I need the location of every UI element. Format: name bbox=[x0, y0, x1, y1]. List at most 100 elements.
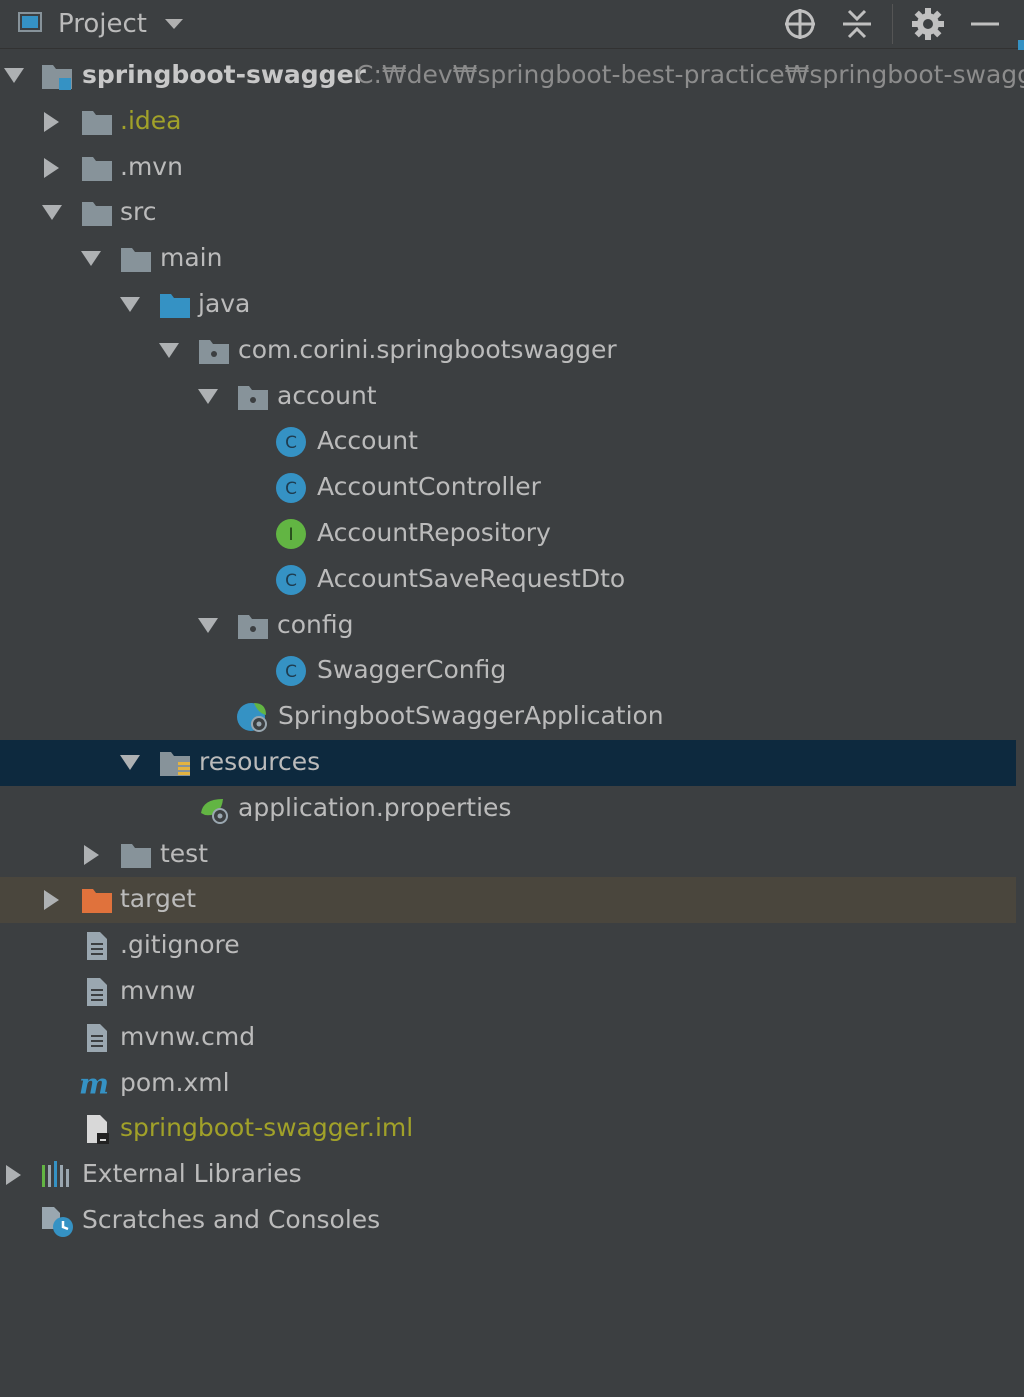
collapse-arrow-icon[interactable] bbox=[42, 205, 62, 221]
folder-icon bbox=[82, 110, 112, 135]
collapse-arrow-icon[interactable] bbox=[159, 342, 179, 358]
tree-label: .gitignore bbox=[120, 930, 240, 960]
tree-row-pom[interactable]: m pom.xml bbox=[0, 1061, 1016, 1107]
chevron-down-icon[interactable] bbox=[164, 19, 183, 29]
project-view-selector[interactable]: Project bbox=[18, 8, 183, 40]
tree-label: .mvn bbox=[120, 151, 183, 181]
tree-row-java[interactable]: java bbox=[0, 282, 1016, 328]
svg-text:C: C bbox=[285, 571, 297, 591]
tree-label: External Libraries bbox=[82, 1159, 302, 1189]
project-tool-window-header: Project bbox=[0, 0, 1024, 50]
expand-arrow-icon[interactable] bbox=[84, 844, 99, 865]
tree-row-swagger-config[interactable]: C SwaggerConfig bbox=[0, 648, 1016, 694]
text-file-icon bbox=[87, 977, 107, 1006]
class-icon: C bbox=[276, 564, 306, 595]
svg-text:C: C bbox=[285, 479, 297, 499]
collapse-arrow-icon[interactable] bbox=[120, 296, 140, 312]
scratches-icon bbox=[42, 1206, 73, 1237]
source-folder-icon bbox=[160, 293, 190, 318]
collapse-arrow-icon[interactable] bbox=[120, 754, 140, 770]
tree-row-account-controller[interactable]: C AccountController bbox=[0, 465, 1016, 511]
toolbar-separator bbox=[892, 4, 893, 44]
tree-row-account-save-dto[interactable]: C AccountSaveRequestDto bbox=[0, 557, 1016, 603]
tree-row-main[interactable]: main bbox=[0, 236, 1016, 282]
tree-row-account-class[interactable]: C Account bbox=[0, 419, 1016, 465]
expand-arrow-icon[interactable] bbox=[44, 157, 59, 178]
svg-text:m: m bbox=[79, 1068, 109, 1100]
resources-folder-icon bbox=[160, 751, 190, 776]
text-file-icon bbox=[87, 1023, 107, 1052]
folder-icon bbox=[82, 156, 112, 181]
tree-label: Account bbox=[317, 426, 418, 456]
locate-icon[interactable] bbox=[782, 6, 818, 42]
tree-label: resources bbox=[199, 746, 321, 776]
excluded-folder-icon bbox=[82, 889, 112, 914]
collapse-all-icon[interactable] bbox=[839, 6, 875, 42]
tree-label: java bbox=[198, 288, 251, 318]
class-icon: C bbox=[276, 473, 306, 504]
collapse-arrow-icon[interactable] bbox=[198, 617, 218, 633]
expand-arrow-icon[interactable] bbox=[44, 890, 59, 911]
text-file-icon bbox=[87, 932, 107, 961]
libraries-icon bbox=[42, 1161, 69, 1188]
tree-label: account bbox=[277, 380, 377, 410]
tree-label: mvnw bbox=[120, 975, 196, 1005]
collapse-arrow-icon[interactable] bbox=[81, 251, 101, 267]
tree-row-scratches[interactable]: Scratches and Consoles bbox=[0, 1198, 1016, 1244]
gear-icon[interactable] bbox=[910, 6, 946, 42]
tree-row-external-libraries[interactable]: External Libraries bbox=[0, 1152, 1016, 1198]
tree-row-target[interactable]: target bbox=[0, 877, 1016, 924]
project-window-icon bbox=[18, 12, 46, 36]
spring-boot-class-icon bbox=[237, 703, 267, 733]
tree-row-account-repository[interactable]: I AccountRepository bbox=[0, 511, 1016, 557]
tree-label: SpringbootSwaggerApplication bbox=[278, 701, 664, 731]
tree-row-application-properties[interactable]: application.properties bbox=[0, 786, 1016, 832]
tree-label: SwaggerConfig bbox=[317, 655, 507, 685]
root-module-label: springboot-swagger bbox=[82, 60, 366, 89]
folder-icon bbox=[121, 248, 151, 273]
tree-row-account-package[interactable]: account bbox=[0, 374, 1016, 420]
spring-properties-icon bbox=[201, 798, 228, 824]
project-tree: springboot-swagger C:₩dev₩springboot-bes… bbox=[0, 53, 1024, 1244]
tree-label: com.corini.springbootswagger bbox=[238, 334, 617, 364]
tree-row-resources[interactable]: resources bbox=[0, 739, 1016, 786]
expand-arrow-icon[interactable] bbox=[44, 111, 59, 132]
tree-row-root[interactable]: springboot-swagger C:₩dev₩springboot-bes… bbox=[0, 53, 1024, 99]
tree-row-iml[interactable]: springboot-swagger.iml bbox=[0, 1106, 1016, 1152]
tree-label: springboot-swagger.iml bbox=[120, 1113, 414, 1143]
tree-row-mvn[interactable]: .mvn bbox=[0, 145, 1016, 191]
tree-label: test bbox=[160, 838, 209, 868]
tree-row-gitignore[interactable]: .gitignore bbox=[0, 923, 1016, 969]
package-icon bbox=[238, 385, 268, 410]
svg-text:I: I bbox=[288, 525, 293, 545]
tree-label: src bbox=[120, 197, 157, 227]
tree-row-src[interactable]: src bbox=[0, 190, 1016, 236]
tree-label: pom.xml bbox=[120, 1067, 230, 1097]
folder-icon bbox=[82, 202, 112, 227]
collapse-arrow-icon[interactable] bbox=[198, 388, 218, 404]
tree-label: Scratches and Consoles bbox=[82, 1204, 381, 1234]
package-icon bbox=[199, 339, 229, 364]
tree-row-package[interactable]: com.corini.springbootswagger bbox=[0, 328, 1016, 374]
maven-icon: m bbox=[79, 1068, 109, 1100]
tree-row-application-class[interactable]: SpringbootSwaggerApplication bbox=[0, 694, 1016, 740]
package-icon bbox=[238, 614, 268, 639]
tree-label: .idea bbox=[120, 105, 182, 135]
scroll-marker bbox=[1018, 40, 1024, 50]
svg-text:C: C bbox=[285, 433, 297, 453]
tree-label: AccountController bbox=[317, 472, 541, 502]
minimize-icon[interactable] bbox=[967, 6, 1003, 42]
root-module-path: C:₩dev₩springboot-best-practice₩springbo… bbox=[356, 60, 1024, 89]
tree-row-idea[interactable]: .idea bbox=[0, 99, 1016, 145]
collapse-arrow-icon[interactable] bbox=[4, 68, 24, 83]
tree-row-mvnw-cmd[interactable]: mvnw.cmd bbox=[0, 1015, 1016, 1061]
tree-row-mvnw[interactable]: mvnw bbox=[0, 969, 1016, 1015]
svg-text:C: C bbox=[285, 662, 297, 682]
tree-label: target bbox=[120, 884, 197, 914]
module-file-icon bbox=[87, 1115, 109, 1145]
class-icon: C bbox=[276, 656, 306, 687]
tree-row-config-package[interactable]: config bbox=[0, 603, 1016, 649]
tool-window-title: Project bbox=[58, 9, 147, 39]
tree-row-test[interactable]: test bbox=[0, 832, 1016, 878]
expand-arrow-icon[interactable] bbox=[6, 1165, 21, 1186]
